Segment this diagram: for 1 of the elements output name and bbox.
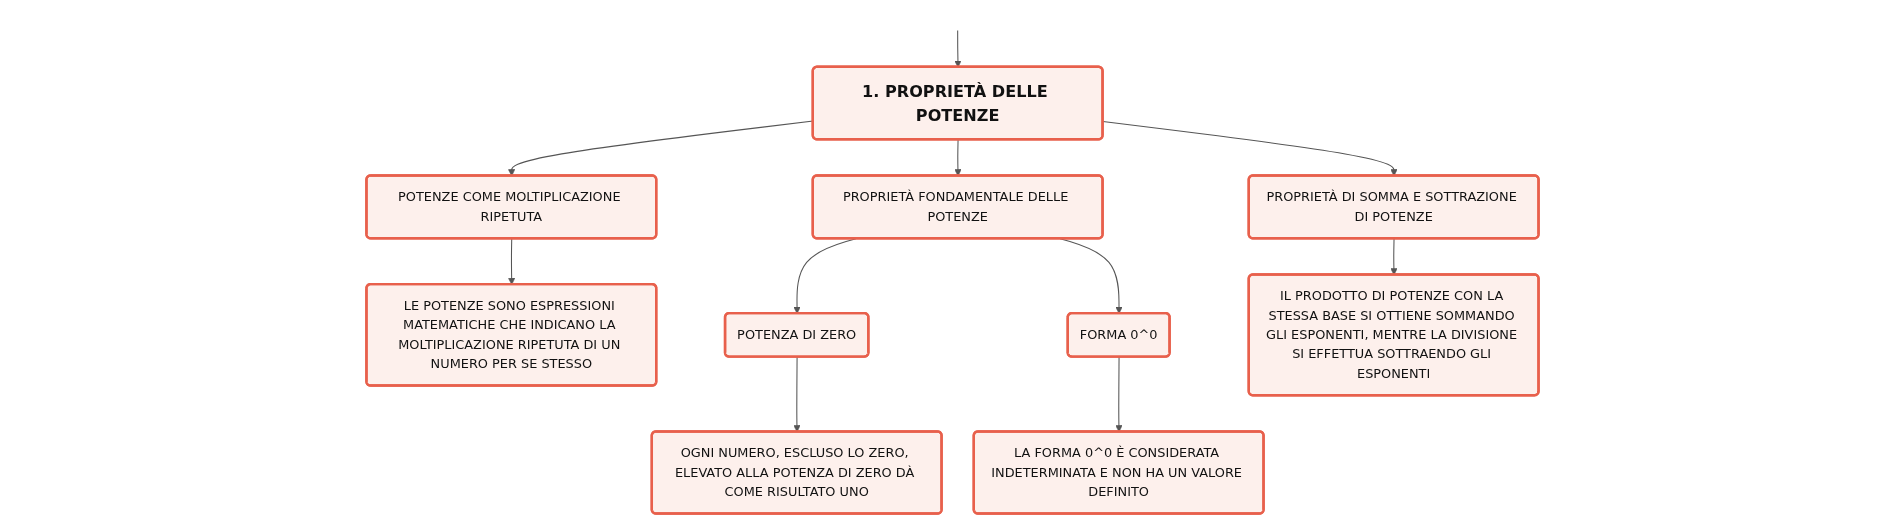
arrow bbox=[507, 238, 515, 285]
